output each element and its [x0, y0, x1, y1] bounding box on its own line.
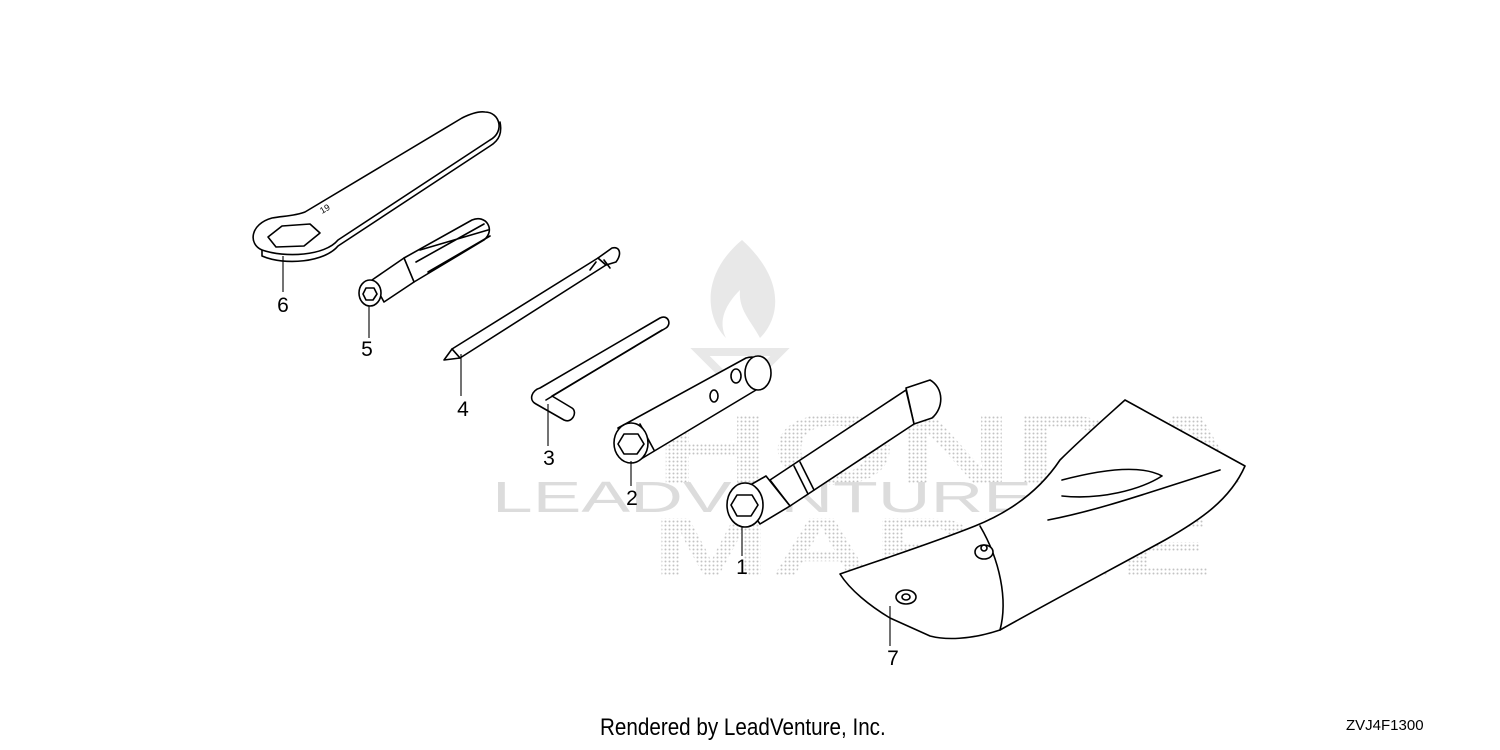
footer-credit: Rendered by LeadVenture, Inc. [600, 714, 886, 741]
svg-text:19: 19 [318, 202, 332, 216]
toolbag-7-drawing [839, 399, 1246, 640]
part-label-7[interactable]: 7 [887, 647, 899, 670]
diagram-code: ZVJ4F1300 [1346, 717, 1424, 734]
part-label-2[interactable]: 2 [626, 487, 638, 510]
part-label-3[interactable]: 3 [543, 447, 555, 470]
part-label-6[interactable]: 6 [277, 294, 289, 317]
bit-4-drawing [443, 246, 621, 361]
handle-5-drawing [358, 217, 491, 307]
flame-icon [710, 240, 776, 338]
leader-lines [282, 256, 891, 646]
part-label-4[interactable]: 4 [457, 398, 469, 421]
part-label-5[interactable]: 5 [361, 338, 373, 361]
hexkey-3-drawing [530, 316, 670, 422]
plugwrench-2-drawing [613, 355, 772, 464]
wrench-6-drawing: 19 [252, 111, 502, 263]
boxwrench-1-drawing [726, 379, 942, 528]
part-label-1[interactable]: 1 [736, 556, 748, 579]
